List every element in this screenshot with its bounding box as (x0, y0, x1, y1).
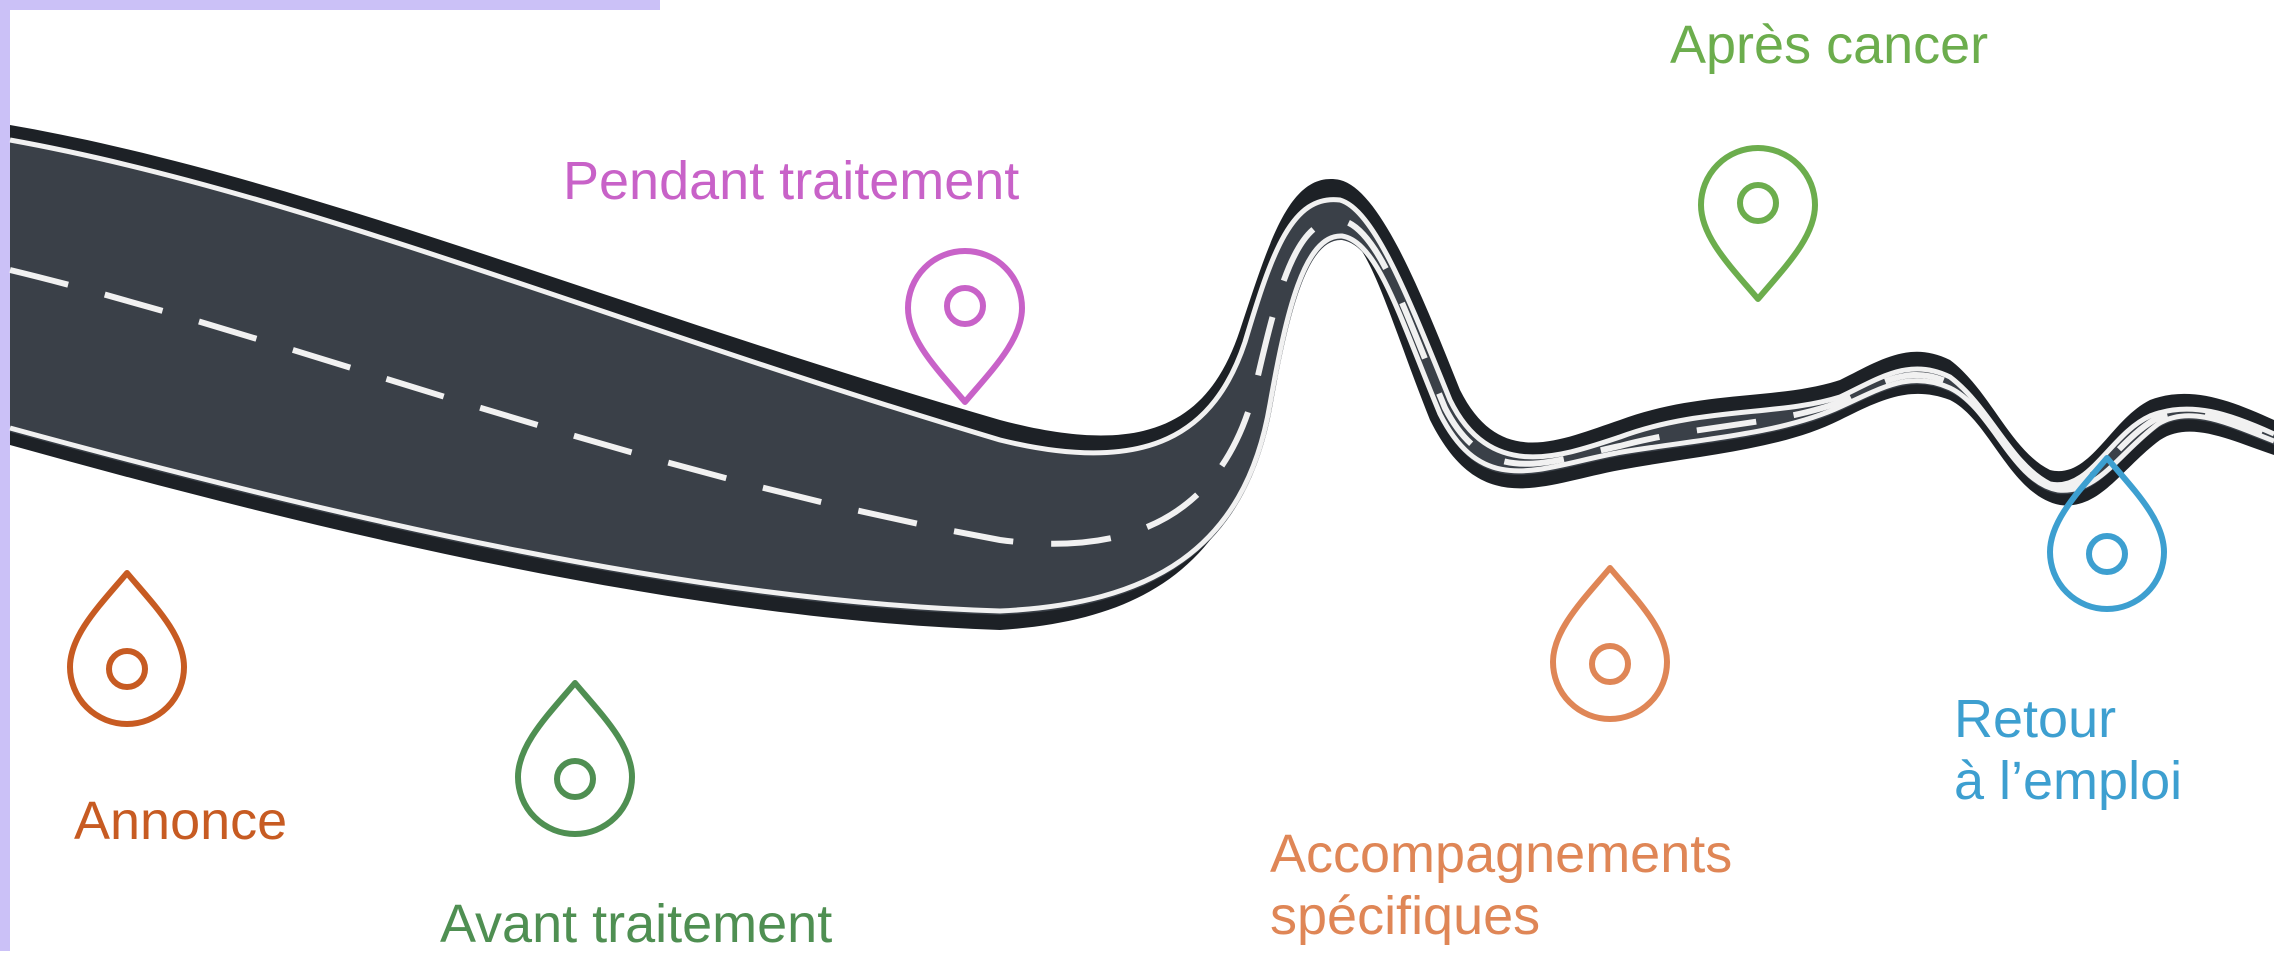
stage-label-avant-traitement: Avant traitement (440, 893, 832, 955)
stage-pin-accompagnements (1545, 560, 1675, 730)
stage-pin-apres-cancer (1693, 137, 1823, 307)
stage-pin-pendant-traitement (900, 240, 1030, 410)
stage-label-retour-emploi: Retour à l’emploi (1954, 688, 2182, 812)
stage-pin-retour-emploi (2042, 450, 2172, 620)
stage-label-apres-cancer: Après cancer (1670, 14, 1988, 76)
stage-label-annonce: Annonce (74, 790, 287, 852)
stage-label-pendant-traitement: Pendant traitement (563, 150, 1019, 212)
location-pin-icon (1545, 560, 1675, 730)
location-pin-icon (1693, 137, 1823, 307)
stage-pin-annonce (62, 565, 192, 735)
stage-pin-avant-traitement (510, 675, 640, 845)
location-pin-icon (62, 565, 192, 735)
location-pin-icon (510, 675, 640, 845)
location-pin-icon (900, 240, 1030, 410)
location-pin-icon (2042, 450, 2172, 620)
stage-label-accompagnements: Accompagnements spécifiques (1270, 823, 1732, 947)
